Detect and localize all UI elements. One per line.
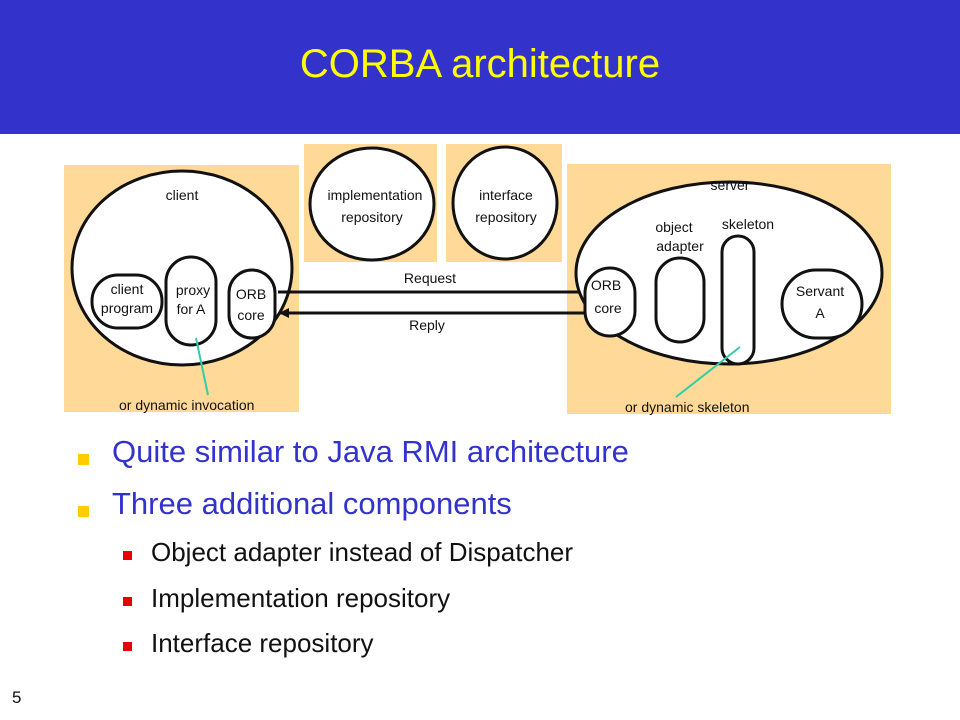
slide-number: 5 <box>12 688 22 707</box>
bullet-text: Three additional components <box>112 486 512 521</box>
client-program-label-1: client <box>111 281 144 297</box>
client-label: client <box>166 187 199 203</box>
bullet-text: Quite similar to Java RMI architecture <box>112 434 629 469</box>
bullet-square-icon <box>78 454 89 465</box>
proxy-label-2: for A <box>177 301 206 317</box>
skeleton-box <box>720 234 756 366</box>
servant-label-2: A <box>815 305 825 321</box>
client-program-label-2: program <box>101 300 153 316</box>
server-label: server <box>711 177 750 193</box>
object-adapter-box <box>654 256 706 344</box>
corba-diagram: client client program proxy for A ORB co… <box>64 144 891 415</box>
bullet-square-icon <box>78 506 89 517</box>
interface-repository-ellipse <box>451 145 559 261</box>
slide-title: CORBA architecture <box>299 42 661 86</box>
client-orb-label-1: ORB <box>236 286 266 302</box>
proxy-label-1: proxy <box>176 282 210 298</box>
client-program-box <box>90 273 164 330</box>
sub-bullet-text: Interface repository <box>151 628 374 658</box>
client-orb-label-2: core <box>237 307 264 323</box>
object-adapter-label-1: object <box>655 219 692 235</box>
dynamic-invocation-label: or dynamic invocation <box>119 397 254 413</box>
skeleton-label: skeleton <box>722 216 774 232</box>
implementation-repository-label-1: implementation <box>328 187 423 203</box>
reply-label: Reply <box>409 317 445 333</box>
proxy-box <box>164 255 218 347</box>
servant-box <box>780 268 864 340</box>
sub-bullet-text: Object adapter instead of Dispatcher <box>151 537 574 567</box>
sub-bullet-square-icon <box>123 597 132 606</box>
title-bar <box>0 0 960 134</box>
object-adapter-label-2: adapter <box>656 238 704 254</box>
server-orb-box <box>583 266 637 338</box>
interface-repository-label-2: repository <box>475 209 536 225</box>
request-label: Request <box>404 270 456 286</box>
servant-label-1: Servant <box>796 283 844 299</box>
dynamic-invocation-pointer <box>195 337 209 396</box>
sub-bullet-square-icon <box>123 551 132 560</box>
server-orb-label-2: core <box>594 300 621 316</box>
dynamic-skeleton-pointer <box>675 346 741 398</box>
sub-bullet-text: Implementation repository <box>151 583 451 613</box>
interface-repository-label-1: interface <box>479 187 533 203</box>
server-orb-label-1: ORB <box>591 277 621 293</box>
implementation-repository-ellipse <box>308 146 436 262</box>
sub-bullet-square-icon <box>123 642 132 651</box>
client-orb-box <box>227 268 277 340</box>
dynamic-skeleton-label: or dynamic skeleton <box>625 399 750 415</box>
implementation-repository-label-2: repository <box>341 209 402 225</box>
